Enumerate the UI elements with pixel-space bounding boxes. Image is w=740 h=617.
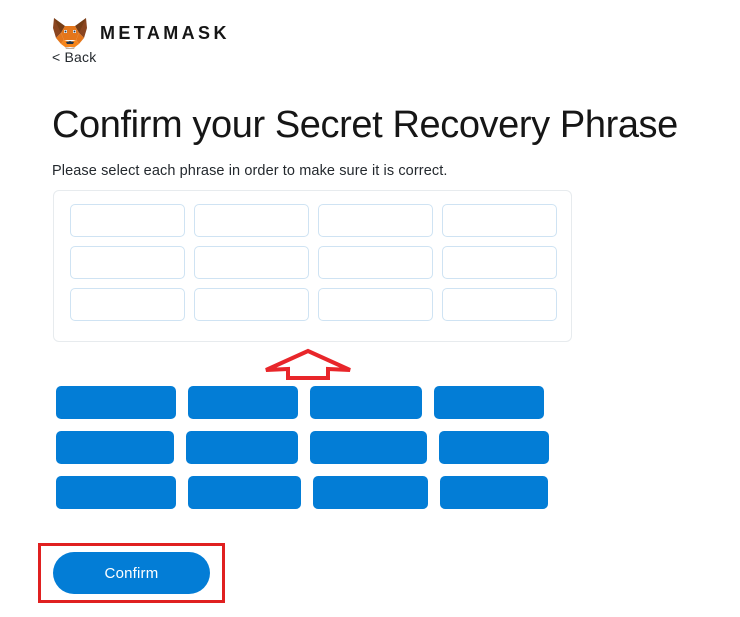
recovery-phrase-slots-grid [70,204,557,321]
word-bank [56,386,566,509]
phrase-slot[interactable] [194,246,309,279]
phrase-slot[interactable] [70,204,185,237]
word-bank-row [56,476,566,509]
word-bank-button[interactable] [310,386,422,419]
phrase-slot[interactable] [318,204,433,237]
word-bank-button[interactable] [186,431,298,464]
page-title: Confirm your Secret Recovery Phrase [52,104,678,147]
phrase-slot[interactable] [442,288,557,321]
metamask-fox-icon [52,16,88,50]
word-bank-button[interactable] [188,476,301,509]
phrase-slot[interactable] [442,246,557,279]
word-bank-button[interactable] [313,476,428,509]
word-bank-row [56,431,566,464]
phrase-slot[interactable] [194,288,309,321]
red-up-arrow-icon [262,348,354,381]
brand-header: METAMASK [52,16,230,50]
word-bank-button[interactable] [440,476,548,509]
word-bank-button[interactable] [434,386,544,419]
red-highlight-rectangle [38,543,225,603]
phrase-slot[interactable] [70,288,185,321]
word-bank-button[interactable] [188,386,298,419]
metamask-wordmark: METAMASK [100,23,230,43]
phrase-slot[interactable] [194,204,309,237]
word-bank-button[interactable] [56,386,176,419]
phrase-slot[interactable] [318,246,433,279]
page-subtitle: Please select each phrase in order to ma… [52,162,448,179]
confirm-button[interactable]: Confirm [53,552,210,594]
word-bank-button[interactable] [56,476,176,509]
back-link[interactable]: < Back [52,49,97,65]
phrase-slot[interactable] [442,204,557,237]
phrase-slot[interactable] [318,288,433,321]
phrase-slot[interactable] [70,246,185,279]
word-bank-button[interactable] [56,431,174,464]
word-bank-row [56,386,566,419]
word-bank-button[interactable] [439,431,549,464]
word-bank-button[interactable] [310,431,427,464]
recovery-phrase-slots-panel [53,190,572,342]
